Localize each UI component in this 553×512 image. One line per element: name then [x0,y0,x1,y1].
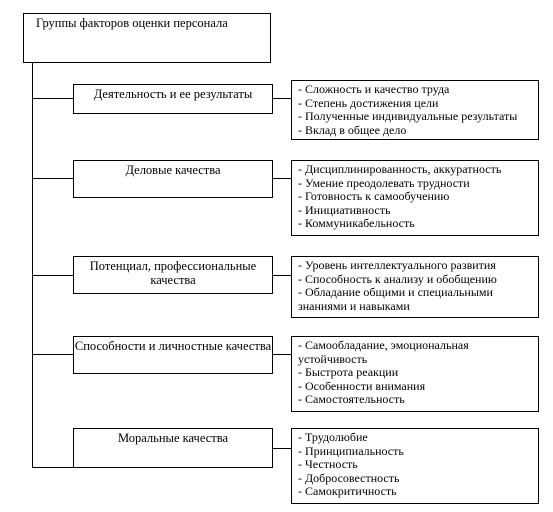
list-item: - Самообладание, эмоциональная устойчиво… [298,338,469,366]
list-item: - Самокритичность [298,484,397,499]
list-item: - Сложность и качество труда [298,82,450,96]
branch-line-2 [32,178,73,179]
connector-line-1 [273,98,291,99]
items-list-3: - Уровень интеллектуального развития - С… [292,257,538,313]
connector-line-2 [273,178,291,179]
category-box-3: Потенциал, профессиональные качества [73,256,273,294]
items-list-4: - Самообладание, эмоциональная устойчиво… [292,337,538,407]
list-item: - Способность к анализу и обобщению [298,271,497,286]
list-item: - Самостоятельность [298,392,405,407]
branch-line-3 [32,275,73,276]
items-box-3: - Уровень интеллектуального развития - С… [291,256,539,318]
trunk-line [32,63,33,468]
branch-line-1 [32,98,73,99]
list-item: - Уровень интеллектуального развития [298,258,496,272]
list-item: - Добросовестность [298,470,400,485]
connector-line-5 [273,448,291,449]
category-box-2: Деловые качества [73,160,273,198]
category-label-2: Деловые качества [125,163,221,177]
list-item: - Обладание общими и специальными знания… [298,285,493,313]
list-item: - Принципиальность [298,443,404,458]
category-box-1: Деятельность и ее результаты [73,84,273,114]
root-box: Группы факторов оценки персонала [23,13,271,63]
items-list-2: - Дисциплинированность, аккуратность - У… [292,161,538,231]
connector-line-3 [273,275,291,276]
list-item: - Инициативность [298,202,391,217]
category-label-1: Деятельность и ее результаты [93,87,253,101]
list-item: - Честность [298,457,358,472]
items-box-5: - Трудолюбие - Принципиальность - Честно… [291,428,539,504]
category-box-5: Моральные качества [73,428,273,468]
list-item: - Трудолюбие [298,430,368,444]
category-label-4: Способности и личностные качества [74,339,272,353]
category-label-5: Моральные качества [117,431,229,445]
items-box-1: - Сложность и качество труда - Степень д… [291,80,539,140]
items-box-2: - Дисциплинированность, аккуратность - У… [291,160,539,236]
category-box-4: Способности и личностные качества [73,336,273,374]
list-item: - Вклад в общее дело [298,122,407,137]
connector-line-4 [273,354,291,355]
list-item: - Готовность к самообучению [298,189,450,204]
list-item: - Умение преодолевать трудности [298,175,470,190]
list-item: - Быстрота реакции [298,365,399,380]
list-item: - Полученные индивидуальные результаты [298,109,518,124]
list-item: - Коммуникабельность [298,216,415,231]
category-label-3: Потенциал, профессиональные качества [89,259,257,287]
list-item: - Степень достижения цели [298,95,439,110]
root-title: Группы факторов оценки персонала [36,16,228,30]
list-item: - Особенности внимания [298,378,426,393]
branch-line-5 [32,467,73,468]
items-box-4: - Самообладание, эмоциональная устойчиво… [291,336,539,412]
branch-line-4 [32,354,73,355]
list-item: - Дисциплинированность, аккуратность [298,162,502,176]
items-list-1: - Сложность и качество труда - Степень д… [292,81,538,137]
items-list-5: - Трудолюбие - Принципиальность - Честно… [292,429,538,499]
